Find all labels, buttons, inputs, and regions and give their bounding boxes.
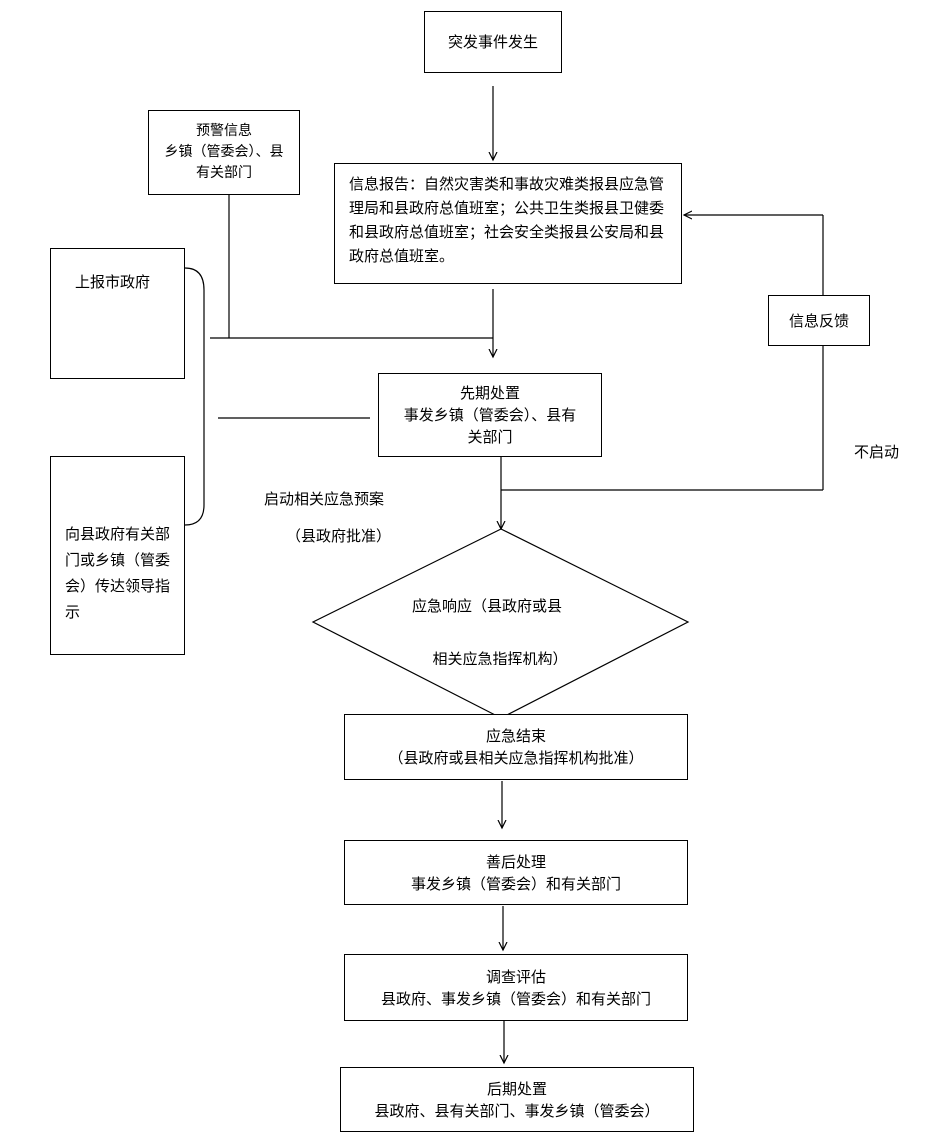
transmit-text: 向县政府有关部门或乡镇（管委会）传达领导指示 xyxy=(65,525,171,621)
assessment-box: 调查评估 县政府、事发乡镇（管委会）和有关部门 xyxy=(344,954,688,1021)
response-line-1: 应急响应（县政府或县 xyxy=(412,597,563,615)
aftermath-title: 善后处理 xyxy=(485,852,546,871)
response-line-2-clip: 相关应急指挥机构） xyxy=(400,648,600,665)
approval-label: （县政府批准） xyxy=(286,527,392,545)
bracket-left xyxy=(184,267,205,526)
response-line-2: 相关应急指挥机构） xyxy=(432,650,568,665)
response-diamond xyxy=(311,528,690,719)
assessment-title: 调查评估 xyxy=(485,967,546,986)
feedback-text: 信息反馈 xyxy=(788,311,849,330)
incident-box: 突发事件发生 xyxy=(424,11,562,73)
transmit-box: 向县政府有关部门或乡镇（管委会）传达领导指示 xyxy=(50,456,185,655)
warning-line-2: 乡镇（管委会）、县 xyxy=(164,144,284,160)
end-box: 应急结束 （县政府或县相关应急指挥机构批准） xyxy=(344,714,688,780)
incident-text: 突发事件发生 xyxy=(447,33,538,51)
warning-title: 预警信息 xyxy=(196,123,252,139)
report-box: 信息报告：自然灾害类和事故灾难类报县应急管理局和县政府总值班室；公共卫生类报县卫… xyxy=(334,163,682,284)
city-report-box: 上报市政府 xyxy=(50,248,185,379)
end-subtitle: （县政府或县相关应急指挥机构批准） xyxy=(388,749,644,767)
feedback-box: 信息反馈 xyxy=(768,295,870,346)
aftermath-subtitle: 事发乡镇（管委会）和有关部门 xyxy=(410,874,621,893)
no-start-label: 不启动 xyxy=(854,443,900,461)
later-subtitle: 县政府、县有关部门、事发乡镇（管委会） xyxy=(374,1101,660,1120)
warning-box: 预警信息 乡镇（管委会）、县 有关部门 xyxy=(148,110,300,195)
later-title: 后期处置 xyxy=(486,1079,547,1098)
initial-title: 先期处置 xyxy=(459,384,520,402)
city-report-text: 上报市政府 xyxy=(75,273,151,291)
initial-box: 先期处置 事发乡镇（管委会）、县有 关部门 xyxy=(378,373,602,457)
aftermath-box: 善后处理 事发乡镇（管委会）和有关部门 xyxy=(344,840,688,905)
warning-line-3: 有关部门 xyxy=(196,165,252,181)
report-text: 信息报告：自然灾害类和事故灾难类报县应急管理局和县政府总值班室；公共卫生类报县卫… xyxy=(349,175,665,265)
later-box: 后期处置 县政府、县有关部门、事发乡镇（管委会） xyxy=(340,1067,694,1132)
assessment-subtitle: 县政府、事发乡镇（管委会）和有关部门 xyxy=(380,989,651,1008)
initial-line-3: 关部门 xyxy=(467,428,513,446)
initial-line-2: 事发乡镇（管委会）、县有 xyxy=(403,406,577,424)
end-title: 应急结束 xyxy=(485,727,546,745)
start-plan-label: 启动相关应急预案 xyxy=(264,490,385,508)
